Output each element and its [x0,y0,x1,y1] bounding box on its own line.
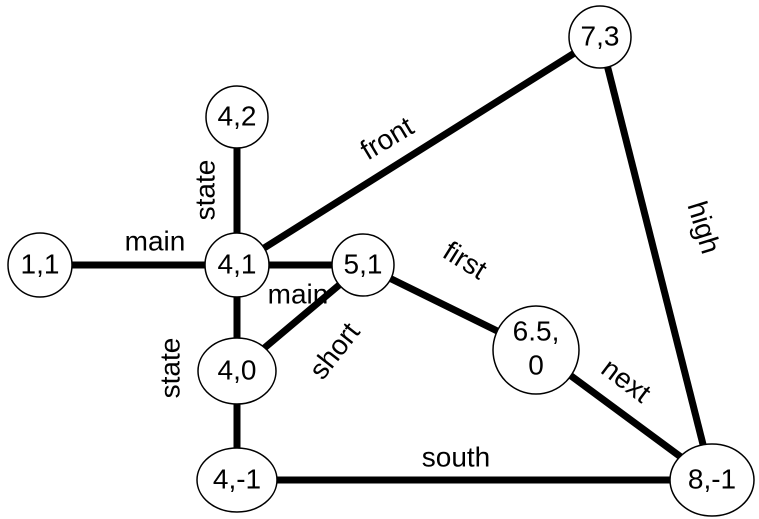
node-n42: 4,2 [205,85,269,149]
node-label-line-2: 0 [528,349,544,380]
node-label: 8,-1 [688,463,736,494]
node-n4m1: 4,-1 [196,447,278,513]
edge-labels-layer: mainmainstatestatefrontshortfirstnexthig… [125,110,727,472]
edge-label-main-1: main [125,225,186,256]
node-label: 7,3 [581,20,620,51]
node-n650: 6.5,0 [492,305,580,395]
edge-label-main-2: main [268,278,329,309]
node-label-line-1: 6.5, [513,315,560,346]
edge-label-high: high [681,198,726,258]
node-n40: 4,0 [197,337,277,405]
node-circle [204,232,270,298]
node-circle [205,85,269,149]
node-label: 4,2 [218,100,257,131]
node-circle [331,233,395,297]
edge-label-state-1: state [189,160,220,221]
node-n41: 4,1 [204,232,270,298]
node-n8m1: 8,-1 [669,443,755,517]
edge-label-short: short [303,316,366,384]
node-label: 4,0 [218,354,257,385]
node-circle [568,5,632,69]
edge-label-first: first [438,235,493,285]
node-label: 1,1 [21,248,60,279]
edge-high-line [596,36,716,481]
edge-label-south: south [422,441,491,472]
edge-label-state-2: state [154,338,185,399]
node-label: 4,1 [218,248,257,279]
nodes-layer: 1,1 4,1 4,2 4,0 4,-1 5,1 6.5,0 7,3 8,-1 [7,5,755,517]
node-n11: 1,1 [7,232,73,298]
node-label: 5,1 [344,248,383,279]
node-n51: 5,1 [331,233,395,297]
node-circle [196,447,278,513]
edge-front-line [235,34,602,268]
node-circle [669,443,755,517]
node-n73: 7,3 [568,5,632,69]
node-circle [492,305,580,395]
node-circle [7,232,73,298]
node-label: 4,-1 [213,463,261,494]
node-circle [197,337,277,405]
